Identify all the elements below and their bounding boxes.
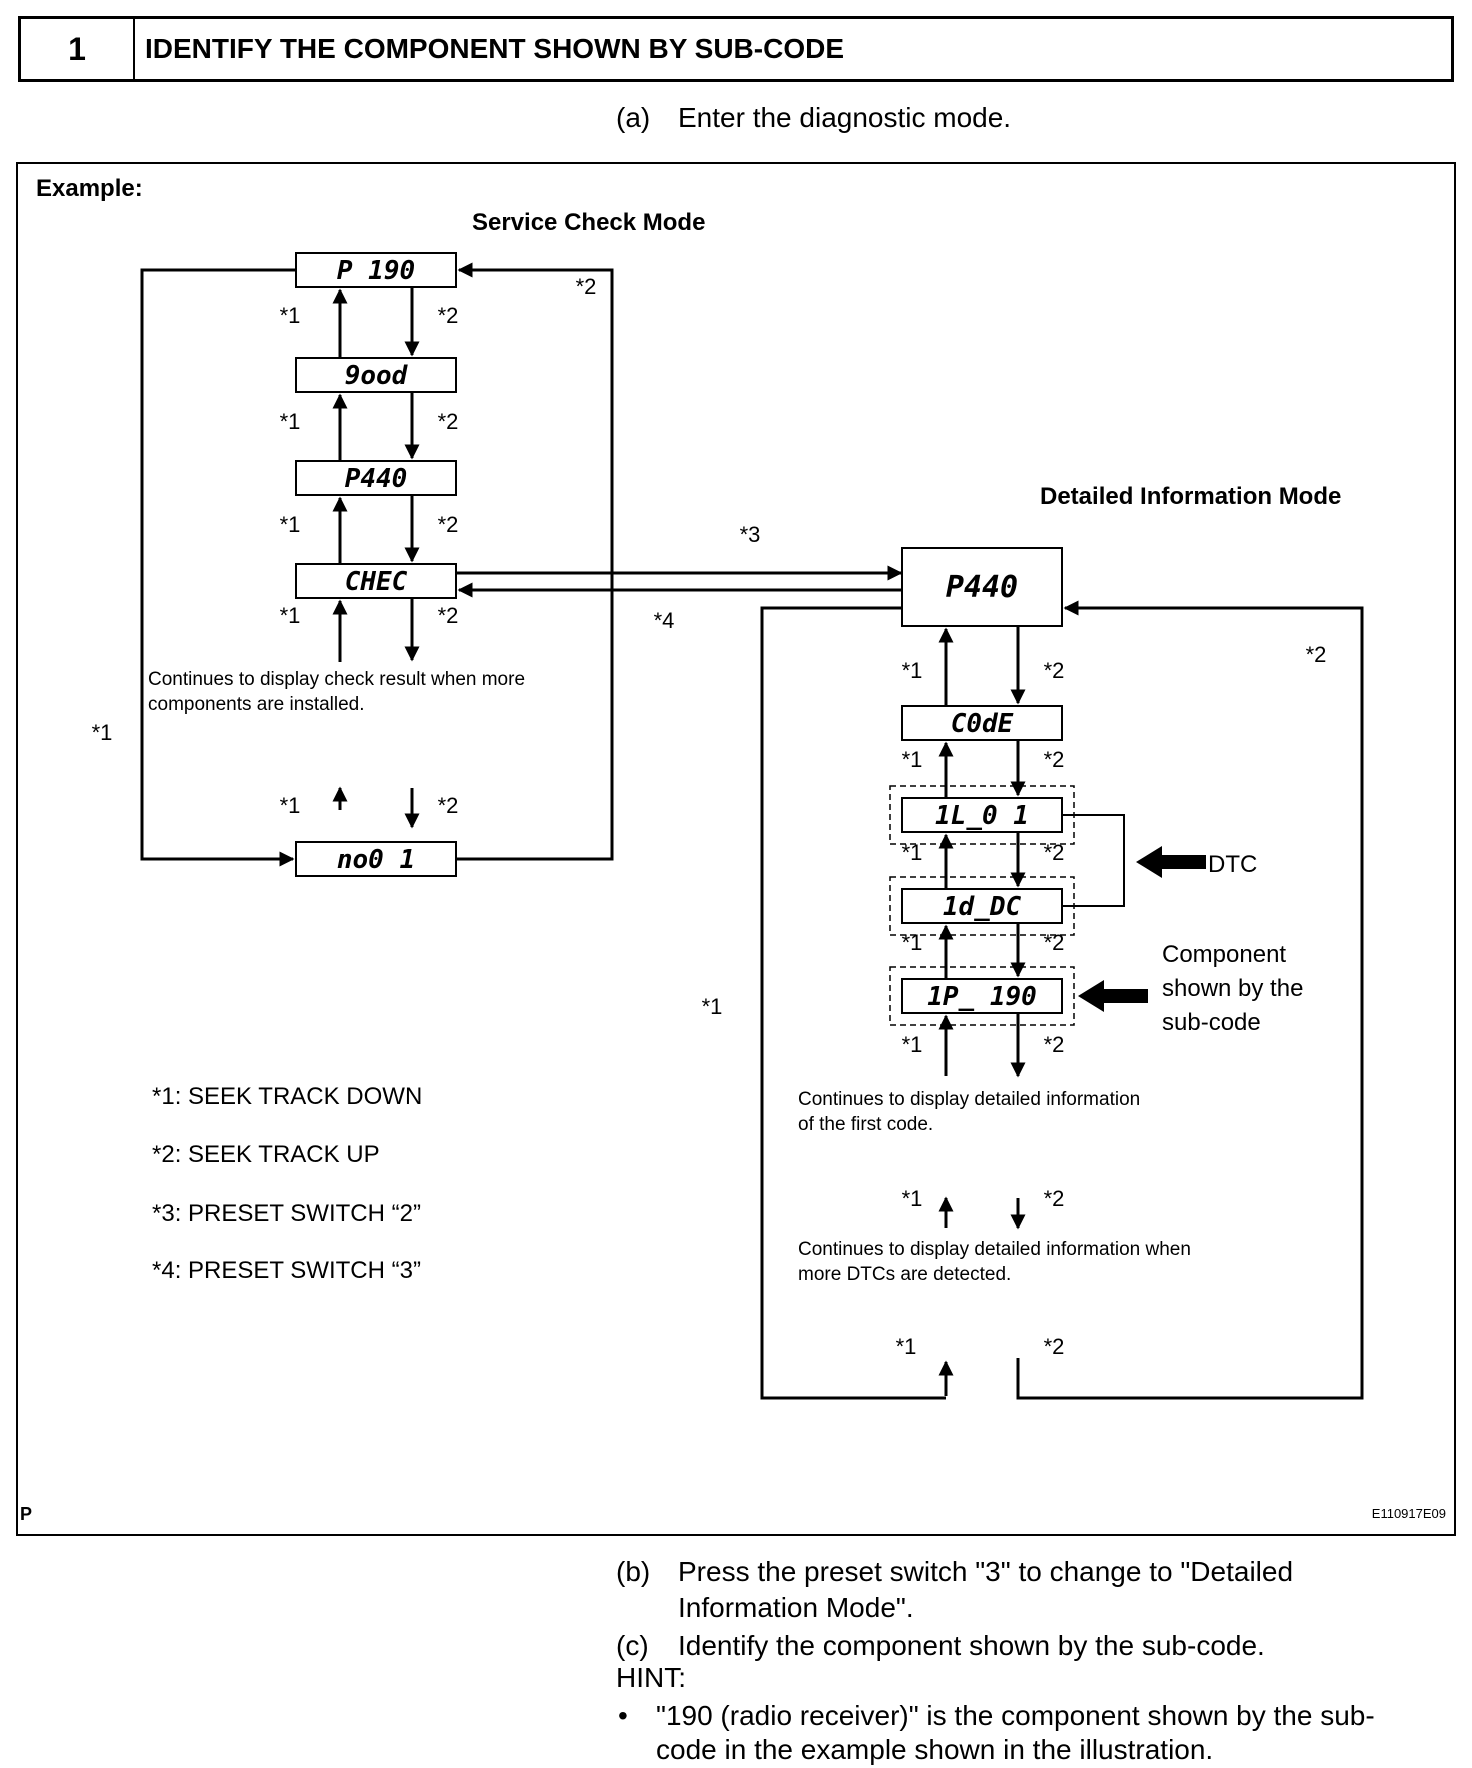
- detailed-display-box: [901, 797, 1063, 833]
- mark-up: *2: [1306, 642, 1327, 667]
- detailed-first-note-line: Continues to display detailed informatio…: [798, 1089, 1140, 1110]
- mark-up: *2: [438, 793, 459, 818]
- mark-up: *2: [1044, 658, 1065, 683]
- mark-up: *2: [438, 603, 459, 628]
- figure-frame: [16, 162, 1456, 1536]
- service-display-box: [295, 841, 457, 877]
- example-label: Example:: [36, 175, 143, 202]
- mark-up: *2: [1044, 747, 1065, 772]
- step-c: (c) Identify the component shown by the …: [616, 1628, 1436, 1664]
- legend-item: *3: PRESET SWITCH “2”: [152, 1200, 421, 1227]
- mark-up: *2: [1044, 1032, 1065, 1057]
- dtc-pointer-icon: [1136, 846, 1206, 878]
- legend-item: *2: SEEK TRACK UP: [152, 1141, 380, 1168]
- hint-bullet: •: [618, 1700, 628, 1731]
- mark-up: *2: [576, 274, 597, 299]
- hint-line: code in the example shown in the illustr…: [656, 1734, 1214, 1765]
- mark-up: *2: [1044, 1186, 1065, 1211]
- mark-down: *1: [902, 658, 923, 683]
- detailed-more-note-line: more DTCs are detected.: [798, 1264, 1011, 1285]
- service-display-box: [295, 563, 457, 599]
- detailed-display-text: 1d_DC: [943, 892, 1022, 922]
- hint-line: "190 (radio receiver)" is the component …: [656, 1700, 1375, 1731]
- service-mode-title: Service Check Mode: [472, 209, 705, 236]
- hint-block: HINT: • "190 (radio receiver)" is the co…: [616, 1660, 1456, 1765]
- diagnostic-diagram: Example: Service Check Mode Detailed Inf…: [16, 162, 1456, 1536]
- service-display-box: [295, 460, 457, 496]
- service-display-text: 9ood: [345, 361, 409, 391]
- figure-code: E110917E09: [1372, 1506, 1446, 1521]
- detailed-display-box: [901, 978, 1063, 1014]
- legend-item: *4: PRESET SWITCH “3”: [152, 1257, 421, 1284]
- detailed-mode-title: Detailed Information Mode: [1040, 483, 1341, 510]
- detailed-first-note-line: of the first code.: [798, 1114, 933, 1135]
- step-b-label: (b): [616, 1556, 651, 1587]
- step-b-line: Information Mode".: [678, 1592, 914, 1623]
- mark-down: *1: [280, 303, 301, 328]
- step-c-text: Identify the component shown by the sub-…: [678, 1630, 1265, 1661]
- detailed-display-text: C0dE: [951, 709, 1014, 739]
- step-number: 1: [21, 19, 135, 79]
- mark-up: *2: [1044, 930, 1065, 955]
- step-c-label: (c): [616, 1630, 649, 1661]
- mark-down: *1: [92, 720, 113, 745]
- mark-up: *2: [438, 512, 459, 537]
- mark-down: *1: [896, 1334, 917, 1359]
- step-a-text: Enter the diagnostic mode.: [678, 102, 1012, 133]
- legend-item: *1: SEEK TRACK DOWN: [152, 1083, 422, 1110]
- mark-down: *1: [280, 793, 301, 818]
- service-display-text: P 190: [337, 256, 415, 286]
- mark-preset3: *4: [654, 608, 675, 633]
- mark-down: *1: [902, 1186, 923, 1211]
- component-pointer-icon: [1078, 980, 1148, 1012]
- mark-down: *1: [902, 840, 923, 865]
- service-arrows: [140, 262, 903, 867]
- mark-down: *1: [902, 747, 923, 772]
- step-header: 1 IDENTIFY THE COMPONENT SHOWN BY SUB-CO…: [18, 16, 1454, 82]
- service-note-line: components are installed.: [148, 694, 365, 715]
- detailed-more-note-line: Continues to display detailed informatio…: [798, 1239, 1191, 1260]
- mark-down: *1: [280, 409, 301, 434]
- step-a-label: (a): [616, 102, 651, 133]
- service-display-text: P440: [345, 464, 408, 494]
- dashed-highlight: [889, 966, 1075, 1026]
- step-b: (b) Press the preset switch "3" to chang…: [616, 1554, 1436, 1626]
- detailed-main-display-text: P440: [946, 570, 1018, 605]
- step-title: IDENTIFY THE COMPONENT SHOWN BY SUB-CODE: [145, 33, 845, 64]
- component-label-line: Component: [1162, 941, 1286, 968]
- mark-down: *1: [280, 512, 301, 537]
- mark-preset2: *3: [740, 522, 761, 547]
- step-a: (a) Enter the diagnostic mode.: [616, 100, 1436, 136]
- step-b-line: Press the preset switch "3" to change to…: [678, 1556, 1294, 1587]
- mark-down: *1: [702, 994, 723, 1019]
- service-display-text: no0 1: [337, 845, 415, 875]
- component-label-line: shown by the: [1162, 975, 1303, 1002]
- detailed-display-text: 1P_ 190: [927, 982, 1037, 1012]
- mark-up: *2: [1044, 1334, 1065, 1359]
- detailed-display-text: 1L_0 1: [935, 801, 1029, 831]
- mark-down: *1: [902, 930, 923, 955]
- service-display-text: CHEC: [345, 567, 408, 597]
- dtc-label: DTC: [1208, 851, 1257, 878]
- service-display-box: [295, 357, 457, 393]
- detailed-arrows: [760, 600, 1364, 1400]
- mark-down: *1: [902, 1032, 923, 1057]
- service-note-line: Continues to display check result when m…: [148, 669, 525, 690]
- hint-label: HINT:: [616, 1662, 686, 1693]
- detailed-display-box: [901, 705, 1063, 741]
- mark-up: *2: [438, 409, 459, 434]
- detailed-main-display-box: [901, 547, 1063, 627]
- component-label-line: sub-code: [1162, 1009, 1261, 1036]
- mark-down: *1: [280, 603, 301, 628]
- detailed-display-box: [901, 888, 1063, 924]
- mark-up: *2: [438, 303, 459, 328]
- mark-up: *2: [1044, 840, 1065, 865]
- diagnostic-figure: Example: Service Check Mode Detailed Inf…: [16, 162, 1456, 1536]
- corner-letter: P: [20, 1504, 32, 1524]
